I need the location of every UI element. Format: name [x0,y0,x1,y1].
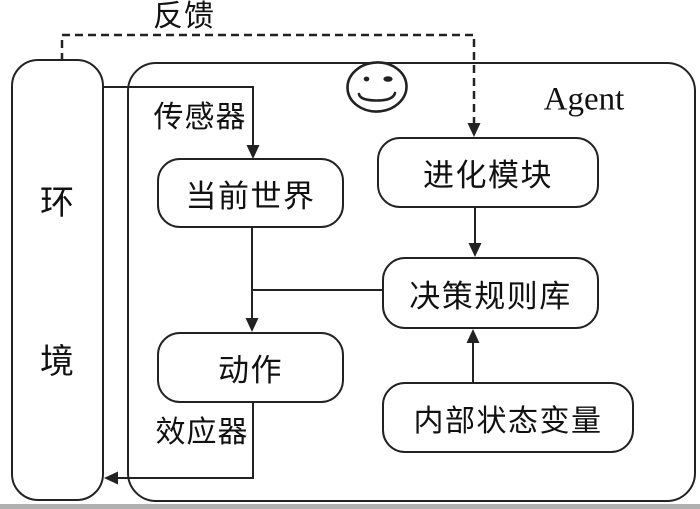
feedback-label: 反馈 [153,0,215,33]
arrow-into-decision-top [468,243,482,257]
action-box [157,332,344,403]
arrow-into-environment [104,471,118,485]
internal-state-variables-box [382,382,634,453]
decision-rule-base-box [382,257,599,329]
smiley-right-eye [383,76,393,82]
smiley-left-eye [363,76,370,82]
arrow-into-evolution [467,123,481,137]
sensor-label: 传感器 [153,101,247,134]
sensor-line [103,86,254,147]
arrow-into-current-world [246,145,260,159]
bottom-edge-strip [0,504,700,509]
environment-label-bottom: 境 [40,344,74,381]
arrow-into-decision-bottom [466,329,480,343]
feedback-dashed-line [60,33,476,126]
connector-lines [60,33,476,479]
environment-box [11,59,104,501]
agent-title: Agent [543,81,625,118]
node-boxes [157,137,634,453]
evolution-module-box [377,137,599,208]
smiley-mouth [357,91,397,102]
arrowheads [104,123,482,485]
effector-label: 效应器 [155,416,249,449]
environment-label-top: 环 [40,185,74,222]
smiley-face-icon [346,61,408,113]
arrow-into-action [245,318,259,332]
current-world-box [157,158,344,228]
effector-line [117,402,254,479]
